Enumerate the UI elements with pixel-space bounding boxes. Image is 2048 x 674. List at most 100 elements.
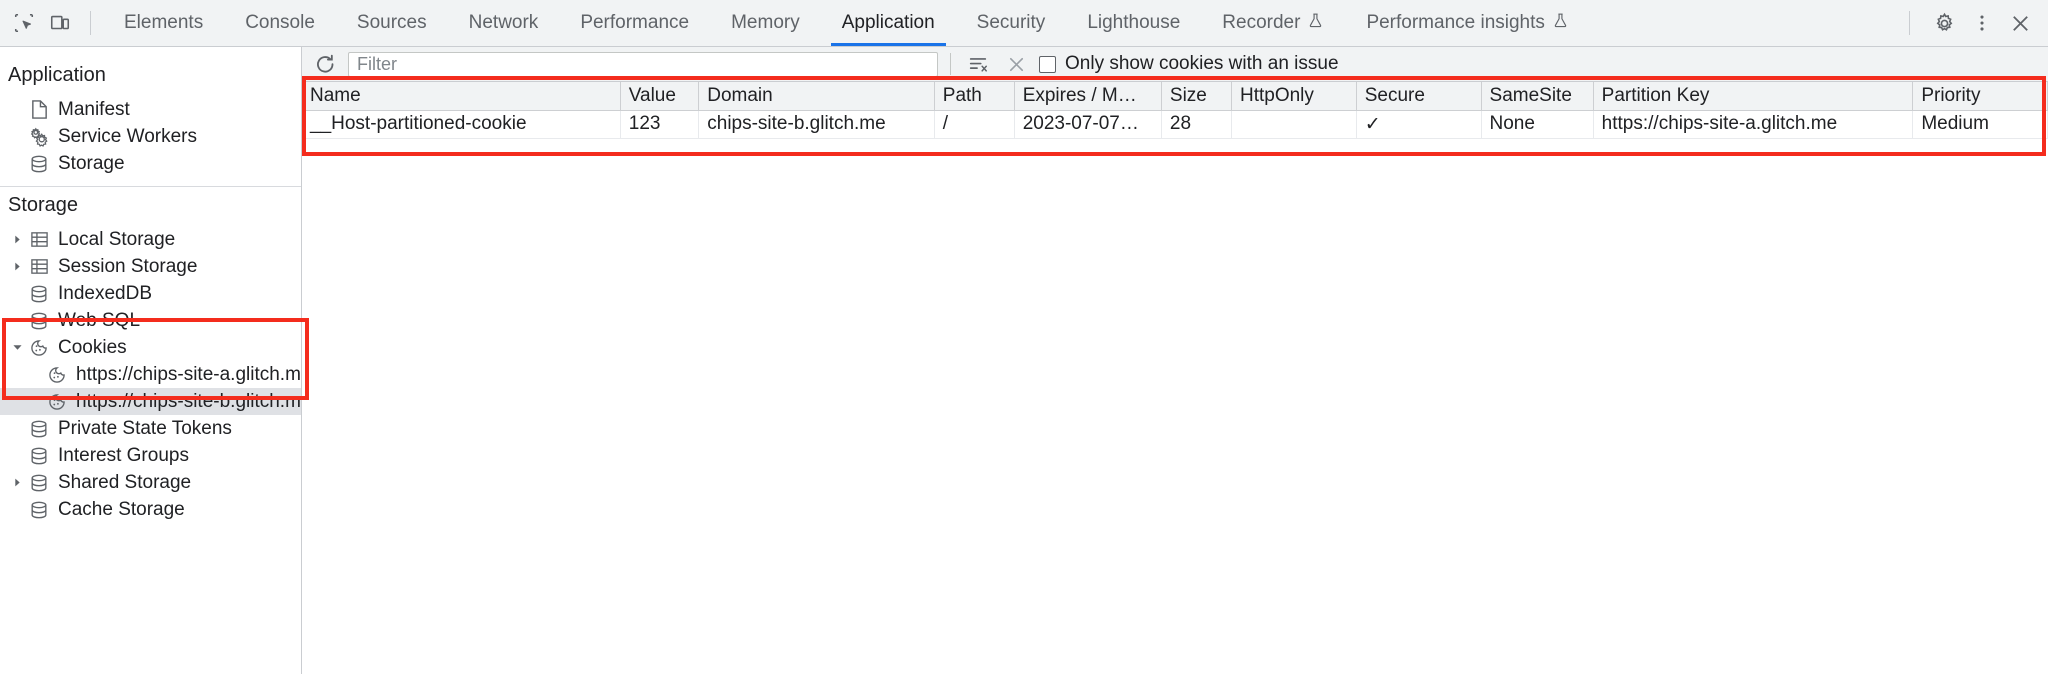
device-toolbar-icon[interactable] <box>42 5 78 41</box>
cell-domain[interactable]: chips-site-b.glitch.me <box>698 110 935 139</box>
panel-tabs: Elements Console Sources Network Perform… <box>103 0 1590 46</box>
sidebar-divider <box>0 186 301 187</box>
experiment-flask-icon <box>1552 12 1569 35</box>
tab-label: Recorder <box>1222 12 1301 33</box>
tab-network[interactable]: Network <box>448 0 560 46</box>
tab-label: Security <box>976 12 1046 33</box>
cell-secure[interactable]: ✓ <box>1356 110 1482 139</box>
gear-icon[interactable] <box>1926 5 1962 41</box>
clear-filters-icon[interactable] <box>963 49 993 79</box>
column-header-value[interactable]: Value <box>620 82 700 111</box>
column-header-partitionkey[interactable]: Partition Key <box>1593 82 1914 111</box>
only-show-issues-checkbox[interactable] <box>1039 55 1056 73</box>
table-grid-icon <box>26 229 52 251</box>
column-header-domain[interactable]: Domain <box>698 82 935 111</box>
tab-performance[interactable]: Performance <box>559 0 710 46</box>
sidebar-item-local-storage[interactable]: Local Storage <box>0 226 301 253</box>
service-workers-gears-icon <box>26 126 52 148</box>
sidebar-item-manifest[interactable]: Manifest <box>0 96 301 123</box>
table-row[interactable]: __Host-partitioned-cookie 123 chips-site… <box>302 110 2048 139</box>
sidebar-item-cookies-chips-site-b[interactable]: https://chips-site-b.glitch.me <box>0 388 301 415</box>
filter-input[interactable] <box>348 51 938 77</box>
sidebar-item-label: Session Storage <box>58 255 198 277</box>
sidebar-item-cookies-chips-site-a[interactable]: https://chips-site-a.glitch.me <box>0 361 301 388</box>
tab-sources[interactable]: Sources <box>336 0 448 46</box>
column-header-size[interactable]: Size <box>1161 82 1232 111</box>
sidebar-item-label: Interest Groups <box>58 444 189 466</box>
cell-httponly[interactable] <box>1231 110 1357 139</box>
empty-cell <box>698 138 935 139</box>
cookie-icon <box>26 337 52 359</box>
tab-lighthouse[interactable]: Lighthouse <box>1066 0 1201 46</box>
cell-path[interactable]: / <box>934 110 1015 139</box>
sidebar-item-label: Manifest <box>58 98 130 120</box>
tab-security[interactable]: Security <box>956 0 1067 46</box>
empty-cell <box>1014 138 1162 139</box>
tab-label: Network <box>468 12 539 33</box>
sidebar-item-shared-storage[interactable]: Shared Storage <box>0 469 301 496</box>
column-header-expires[interactable]: Expires / M… <box>1014 82 1162 111</box>
column-header-name[interactable]: Name <box>302 82 621 111</box>
clear-all-x-icon[interactable] <box>1001 49 1031 79</box>
only-show-issues-label: Only show cookies with an issue <box>1065 53 1339 74</box>
column-header-samesite[interactable]: SameSite <box>1481 82 1594 111</box>
experiment-flask-icon <box>1307 12 1324 35</box>
tab-elements[interactable]: Elements <box>103 0 224 46</box>
inspect-element-icon[interactable] <box>6 5 42 41</box>
tab-label: Sources <box>356 12 427 33</box>
tab-label: Console <box>245 12 315 33</box>
sidebar-item-cookies[interactable]: Cookies <box>0 334 301 361</box>
sidebar-item-service-workers[interactable]: Service Workers <box>0 123 301 150</box>
cell-name[interactable]: __Host-partitioned-cookie <box>302 110 621 139</box>
column-header-path[interactable]: Path <box>934 82 1015 111</box>
sidebar-item-cache-storage[interactable]: Cache Storage <box>0 496 301 523</box>
sidebar-item-label: https://chips-site-a.glitch.me <box>76 363 302 385</box>
cell-partitionkey[interactable]: https://chips-site-a.glitch.me <box>1593 110 1914 139</box>
sidebar-item-storage[interactable]: Storage <box>0 150 301 177</box>
close-icon[interactable] <box>2002 5 2038 41</box>
tab-label: Performance <box>580 12 690 33</box>
empty-cell <box>1231 138 1357 139</box>
toolbar-right-controls <box>1903 5 2048 41</box>
tab-recorder[interactable]: Recorder <box>1201 0 1345 46</box>
sidebar-item-label: IndexedDB <box>58 282 153 304</box>
storage-section-header: Storage <box>8 194 79 216</box>
tab-memory[interactable]: Memory <box>710 0 821 46</box>
sidebar-item-interest-groups[interactable]: Interest Groups <box>0 442 301 469</box>
column-header-httponly[interactable]: HttpOnly <box>1231 82 1357 111</box>
refresh-icon[interactable] <box>310 49 340 79</box>
database-icon <box>26 445 52 467</box>
cell-priority[interactable]: Medium <box>1912 110 2048 139</box>
tab-performance-insights[interactable]: Performance insights <box>1345 0 1589 46</box>
empty-cell <box>1912 138 2048 139</box>
cell-expires[interactable]: 2023-07-07… <box>1014 110 1162 139</box>
chevron-down-icon[interactable] <box>8 339 26 357</box>
sidebar-item-private-state-tokens[interactable]: Private State Tokens <box>0 415 301 442</box>
empty-cell <box>1161 138 1232 139</box>
toolbar-divider <box>1909 11 1910 35</box>
only-show-issues-control[interactable]: Only show cookies with an issue <box>1039 53 1339 75</box>
tab-application[interactable]: Application <box>821 0 956 46</box>
column-header-secure[interactable]: Secure <box>1356 82 1482 111</box>
sidebar-item-web-sql[interactable]: Web SQL <box>0 307 301 334</box>
sidebar-item-session-storage[interactable]: Session Storage <box>0 253 301 280</box>
cell-size[interactable]: 28 <box>1161 110 1232 139</box>
application-sidebar: Application Manifest <box>0 47 302 674</box>
chevron-right-icon[interactable] <box>8 258 26 276</box>
application-section-header: Application <box>8 64 106 86</box>
chevron-right-icon[interactable] <box>8 231 26 249</box>
tab-label: Application <box>841 12 935 33</box>
filterbar-divider <box>950 53 951 75</box>
tab-label: Memory <box>731 12 800 33</box>
column-header-priority[interactable]: Priority <box>1912 82 2048 111</box>
cell-value[interactable]: 123 <box>620 110 700 139</box>
sidebar-item-indexeddb[interactable]: IndexedDB <box>0 280 301 307</box>
cell-samesite[interactable]: None <box>1481 110 1594 139</box>
chevron-right-icon[interactable] <box>8 474 26 492</box>
toolbar-divider <box>90 11 91 35</box>
sidebar-item-label: Shared Storage <box>58 471 192 493</box>
cookie-icon <box>44 364 70 386</box>
empty-cell <box>620 138 700 139</box>
tab-console[interactable]: Console <box>224 0 336 46</box>
kebab-menu-icon[interactable] <box>1964 5 2000 41</box>
